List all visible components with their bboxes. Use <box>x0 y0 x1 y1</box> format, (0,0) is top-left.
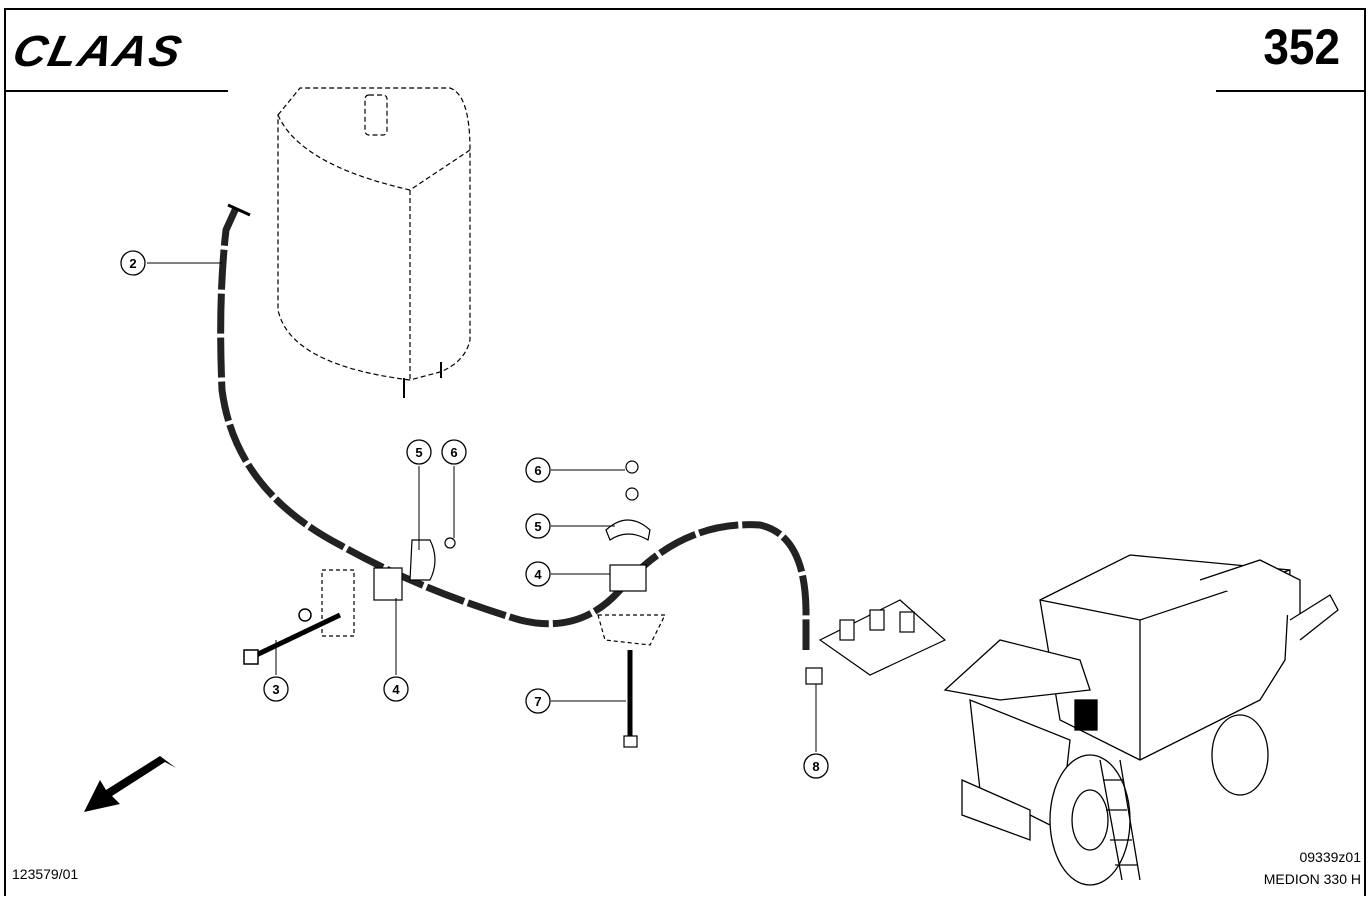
header-rule-right <box>1216 90 1364 92</box>
header-rule-left <box>6 90 228 92</box>
callout-5-left: 5 <box>406 439 432 465</box>
clamp-left <box>321 537 456 637</box>
svg-text:8: 8 <box>812 759 819 774</box>
svg-text:2: 2 <box>129 256 136 271</box>
callout-2: 2 <box>120 250 146 276</box>
control-valve <box>805 599 947 685</box>
svg-text:5: 5 <box>415 445 422 460</box>
hose-fitting-top <box>227 203 251 217</box>
clamp-right <box>597 460 666 748</box>
svg-text:3: 3 <box>272 682 279 697</box>
callout-4-left: 4 <box>383 676 409 702</box>
figure-code: 09339z01 <box>1299 849 1361 865</box>
callout-8: 8 <box>803 753 829 779</box>
svg-text:4: 4 <box>534 567 542 582</box>
footer-info: 09339z01 MEDION 330 H <box>1264 846 1361 890</box>
combine-harvester <box>943 554 1339 886</box>
model-name: MEDION 330 H <box>1263 871 1361 887</box>
hydraulic-hose <box>217 206 810 650</box>
page-number: 352 <box>1262 19 1340 75</box>
svg-text:6: 6 <box>450 445 457 460</box>
drawing-frame <box>4 8 1366 896</box>
bolt-3 <box>243 608 342 665</box>
svg-text:7: 7 <box>534 694 541 709</box>
tank-outlets <box>403 362 442 398</box>
callout-6-right: 6 <box>525 457 551 483</box>
svg-text:5: 5 <box>534 519 541 534</box>
callout-3: 3 <box>263 676 289 702</box>
direction-arrow-icon <box>84 756 176 812</box>
callout-7: 7 <box>525 688 551 714</box>
drawing-number: 123579/01 <box>12 866 79 882</box>
tank <box>277 87 471 381</box>
callout-4-right: 4 <box>525 561 551 587</box>
svg-text:6: 6 <box>534 463 541 478</box>
callout-6-left: 6 <box>441 439 467 465</box>
svg-text:4: 4 <box>392 682 400 697</box>
callout-5-right: 5 <box>525 513 551 539</box>
